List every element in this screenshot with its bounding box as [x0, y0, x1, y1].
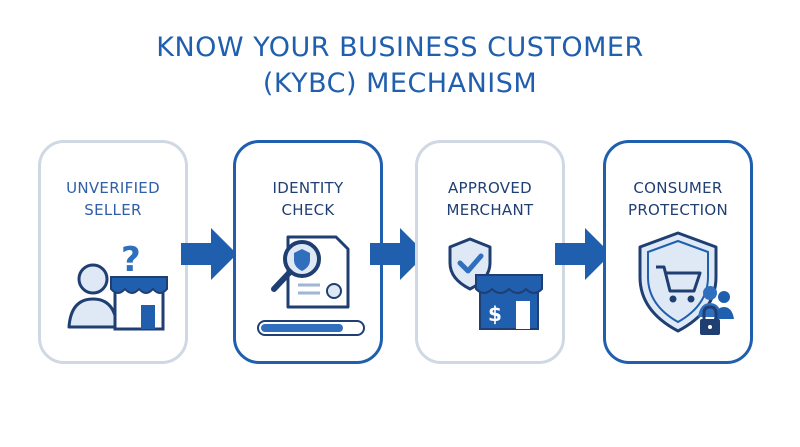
storefront-icon — [110, 276, 168, 331]
dollar-icon: $ — [488, 302, 502, 326]
progress-bar — [257, 320, 365, 336]
shopping-cart-icon — [656, 265, 702, 303]
title-line-2: (KYBC) MECHANISM — [262, 68, 538, 99]
identity-check-icon — [257, 235, 365, 336]
step-card-identity-check: IDENTITY CHECK — [233, 140, 383, 364]
magnifier-icon — [271, 240, 321, 292]
title-line-1: KNOW YOUR BUSINESS CUSTOMER — [156, 32, 644, 63]
step-label: APPROVED MERCHANT — [446, 179, 534, 219]
step-card-approved-merchant: APPROVED MERCHANT $ — [415, 140, 565, 364]
merchant-store-icon: $ — [475, 274, 543, 330]
step-label: UNVERIFIED SELLER — [66, 179, 160, 219]
arrow-right-icon — [181, 228, 237, 280]
step-card-unverified-seller: UNVERIFIED SELLER ? — [38, 140, 188, 364]
approved-merchant-icon: $ — [448, 237, 543, 330]
step-card-consumer-protection: CONSUMER PROTECTION — [603, 140, 753, 364]
step-label: CONSUMER PROTECTION — [627, 179, 728, 219]
question-mark-icon: ? — [121, 240, 141, 280]
padlock-icon — [700, 305, 720, 335]
page-title: KNOW YOUR BUSINESS CUSTOMER (KYBC) MECHA… — [0, 30, 800, 102]
shield-icon — [638, 231, 718, 333]
arrow-right-icon — [555, 228, 611, 280]
consumer-protection-icon — [638, 231, 734, 335]
step-label: IDENTITY CHECK — [272, 179, 344, 219]
unverified-seller-icon: ? — [67, 240, 168, 331]
arrow-right-icon — [370, 228, 426, 280]
person-icon — [67, 263, 119, 329]
